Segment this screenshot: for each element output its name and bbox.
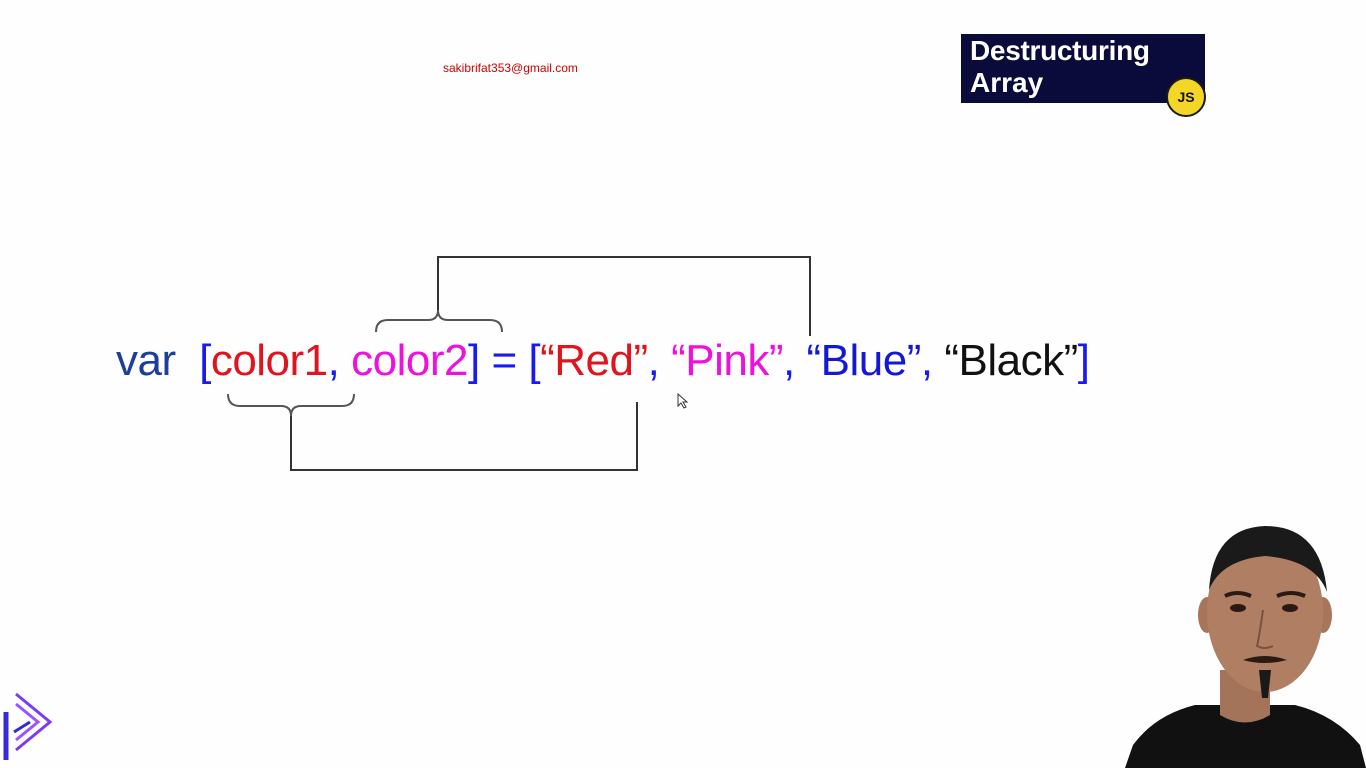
color2-connector: [437, 256, 811, 336]
color2-brace: [375, 309, 503, 333]
color1-brace: [227, 393, 355, 417]
email-watermark: sakibrifat353@gmail.com: [443, 61, 578, 75]
comma: ,: [647, 336, 660, 385]
equals-sign: =: [491, 336, 517, 385]
js-badge-icon: JS: [1166, 77, 1206, 117]
left-close-bracket: ]: [467, 336, 480, 385]
string-blue: “Blue”: [806, 336, 921, 385]
comma: ,: [327, 336, 340, 385]
comma: ,: [783, 336, 795, 385]
var-keyword: var: [116, 336, 176, 385]
right-open-bracket: [: [528, 336, 541, 385]
play-logo-icon: [3, 692, 53, 760]
title-card: Destructuring Array: [961, 34, 1205, 103]
title-line-1: Destructuring: [970, 35, 1150, 66]
mouse-cursor-icon: [677, 393, 689, 409]
string-black: “Black”: [944, 336, 1078, 385]
variable-color2: color2: [351, 336, 468, 385]
title-line-2: Array: [970, 67, 1044, 98]
string-red: “Red”: [540, 336, 648, 385]
string-pink: “Pink”: [671, 336, 784, 385]
color1-connector: [290, 402, 638, 471]
right-close-bracket: ]: [1077, 336, 1090, 385]
variable-color1: color1: [210, 336, 328, 385]
left-open-bracket: [: [199, 336, 211, 385]
code-statement: var [color1, color2] = [“Red”, “Pink”, “…: [116, 336, 1090, 390]
presenter-webcam: [1125, 526, 1366, 768]
comma: ,: [920, 336, 933, 385]
